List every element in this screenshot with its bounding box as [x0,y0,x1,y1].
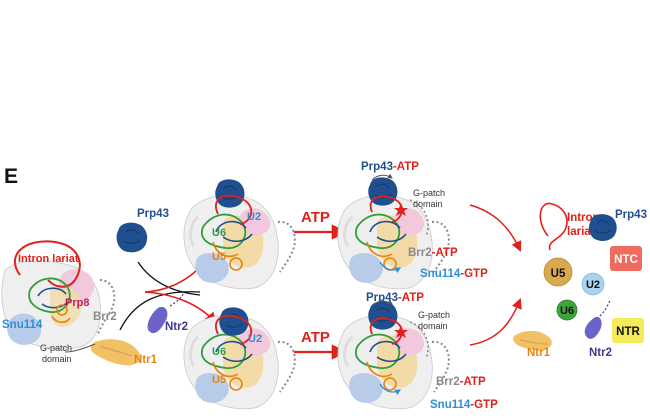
product-prp43-label: Prp43 [615,209,647,221]
top-right-prp43-label: Prp43-ATP [361,161,419,173]
product-ntr2-label: Ntr2 [589,347,612,359]
prp43-free-label: Prp43 [137,208,169,220]
product-prp43-protein [588,213,618,242]
brr2-label: Brr2 [93,311,117,323]
gpatch-label-left-1: G-patch [40,343,72,353]
svg-text:NTC: NTC [614,254,638,266]
prp8-label: Prp8 [65,297,89,309]
bottom-u2-label: U2 [248,333,262,345]
snu114-label: Snu114 [2,319,43,331]
atp-label-bottom: ATP [301,329,330,346]
bottom-right-gpatch-1: G-patch [418,310,450,320]
prp43-join-curve [137,261,201,296]
ntr1-protein [64,339,141,366]
product-ntc-box: NTC [610,246,642,271]
svg-text:U5: U5 [551,268,566,280]
product-intron-lariat [539,202,568,251]
top-right-gpatch-1: G-patch [413,188,445,198]
product-u5-particle: U5 [543,257,573,287]
left-spliceosome-complex [1,240,116,350]
product-u6-particle: U6 [556,299,578,321]
bottom-right-prp43-label: Prp43-ATP [366,292,424,304]
top-u2-label: U2 [247,211,261,223]
bottom-right-brr2-label: Brr2-ATP [436,376,486,388]
ntr2-protein [147,291,185,334]
bottom-u5-label: U5 [212,374,226,386]
bottom-right-complex [336,299,451,411]
top-u5-label: U5 [212,251,226,263]
top-right-brr2-label: Brr2-ATP [408,247,458,259]
bottom-right-gpatch-2: domain [418,321,448,331]
arrow-top-to-products [469,204,522,252]
product-u2-particle: U2 [581,272,605,296]
product-intron-label-2: lariat [567,226,595,238]
top-right-gpatch-2: domain [413,199,443,209]
top-right-snu114-label: Snu114-GTP [420,268,488,280]
top-right-complex [336,173,451,291]
product-ntr-box: NTR [612,318,644,343]
prp43-free-protein [115,222,148,253]
arrow-bottom-to-products [469,298,522,346]
product-ntr1-protein [513,330,552,351]
panel-label: E [4,165,18,188]
intron-lariat-label: Intron lariat [18,253,79,265]
bottom-right-snu114-label: Snu114-GTP [430,399,498,411]
bottom-u6-label: U6 [212,346,226,358]
atp-label-top: ATP [301,209,330,226]
product-ntr2-protein [584,299,611,339]
top-middle-complex [182,178,297,291]
bottom-middle-complex [182,306,297,411]
gpatch-label-left-2: domain [42,354,72,364]
top-u6-label: U6 [212,227,226,239]
svg-text:U6: U6 [560,305,574,317]
svg-text:U2: U2 [586,279,600,291]
ntr2-label-left: Ntr2 [165,321,188,333]
product-ntr1-label: Ntr1 [527,347,551,359]
ntr1-label-left: Ntr1 [134,354,158,366]
ntr-join-curve [119,291,201,331]
svg-text:NTR: NTR [616,326,640,338]
